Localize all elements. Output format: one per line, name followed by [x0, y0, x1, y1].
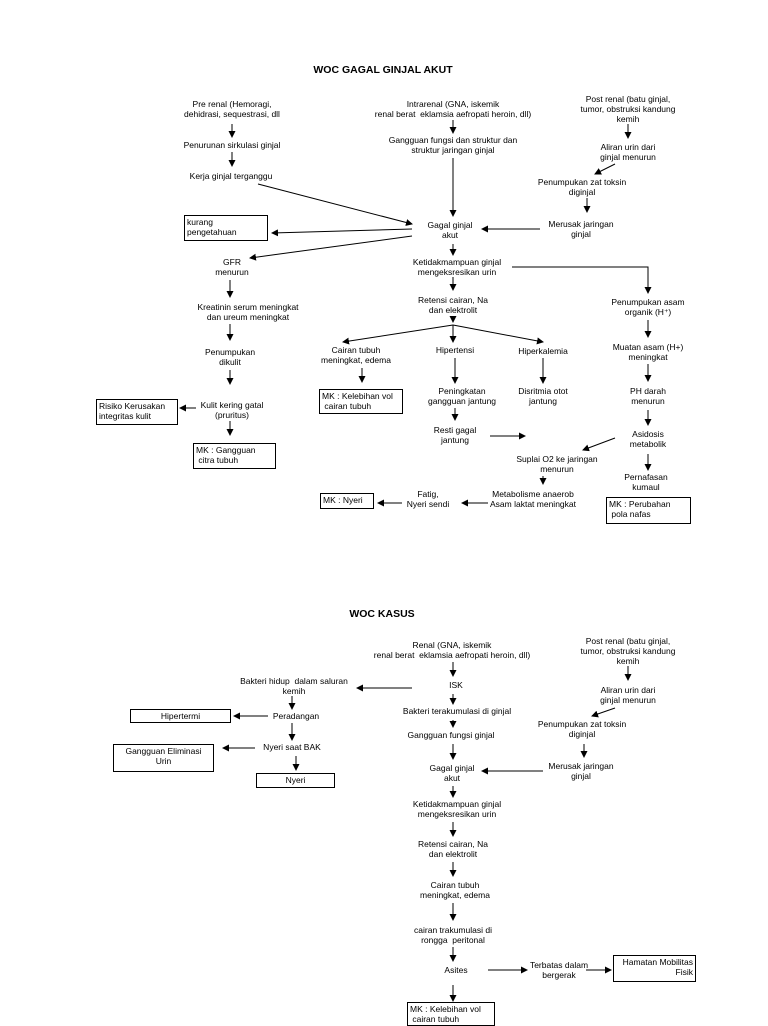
node-isk: ISK — [449, 680, 463, 690]
node-nyeri-bak: Nyeri saat BAK — [263, 742, 321, 752]
node-ph-darah: PH darah menurun — [630, 386, 666, 406]
node-terbatas: Terbatas dalam bergerak — [529, 960, 589, 980]
arrow — [342, 324, 454, 345]
node-gfr: GFR menurun — [215, 257, 249, 277]
arrow — [582, 437, 616, 452]
box-hamatan: Hamatan Mobilitas Fisik — [613, 955, 696, 982]
node-cairan-tubuh-2: Cairan tubuh meningkat, edema — [420, 880, 490, 900]
node-kulit-kering: Kulit kering gatal (pruritus) — [200, 400, 264, 420]
arrow — [594, 163, 616, 175]
node-penumpukan-toksin-2: Penumpukan zat toksin diginjal — [537, 719, 627, 739]
box-kurang-pengetahuan: kurang pengetahuan — [184, 215, 268, 241]
node-hipertensi: Hipertensi — [435, 345, 475, 355]
node-gangguan-fungsi: Gangguan fungsi dan struktur dan struktu… — [388, 135, 518, 155]
node-aliran-urin-2: Aliran urin dari ginjal menurun — [600, 685, 656, 705]
node-gangguan-fungsi-2: Gangguan fungsi ginjal — [407, 730, 495, 740]
arrow — [249, 235, 413, 261]
diagram2-title: WOC KASUS — [349, 608, 415, 620]
node-post-renal: Post renal (batu ginjal, tumor, obstruks… — [580, 94, 676, 124]
arrow — [452, 324, 544, 345]
node-penumpukan-toksin: Penumpukan zat toksin diginjal — [537, 177, 627, 197]
node-retensi-2: Retensi cairan, Na dan elektrolit — [418, 839, 488, 859]
node-kreatinin: Kreatinin serum meningkat dan ureum meni… — [197, 302, 299, 322]
node-hiperkalemia: Hiperkalemia — [518, 346, 568, 356]
node-suplai-o2: Suplai O2 ke jaringan menurun — [516, 454, 598, 474]
arrow — [271, 228, 413, 237]
box-mk-nyeri: MK : Nyeri — [320, 493, 374, 509]
node-penumpukan-asam: Penumpukan asam organik (H⁺) — [611, 297, 685, 317]
box-mk-pola: MK : Perubahan pola nafas — [606, 497, 691, 524]
node-cairan-tubuh: Cairan tubuh meningkat, edema — [321, 345, 391, 365]
diagram1-title: WOC GAGAL GINJAL AKUT — [313, 64, 453, 76]
box-hipertermi: Hipertermi — [130, 709, 231, 723]
node-ketidakmampuan: Ketidakmampuan ginjal mengeksresikan uri… — [412, 257, 502, 277]
arrow — [257, 183, 413, 226]
node-gagal-ginjal: Gagal ginjal akut — [427, 220, 473, 240]
node-pre-renal: Pre renal (Hemoragi, dehidrasi, sequestr… — [184, 99, 280, 119]
node-aliran-urin: Aliran urin dari ginjal menurun — [600, 142, 656, 162]
box-gangguan-eliminasi: Gangguan Eliminasi Urin — [113, 744, 214, 772]
node-bakteri-terakumulasi: Bakteri terakumulasi di ginjal — [402, 706, 512, 716]
node-retensi: Retensi cairan, Na dan elektrolit — [418, 295, 488, 315]
node-fatig: Fatig, Nyeri sendi — [406, 489, 450, 509]
node-asidosis: Asidosis metabolik — [629, 429, 667, 449]
node-penumpukan-dikulit: Penumpukan dikulit — [204, 347, 256, 367]
node-bakteri-hidup: Bakteri hidup dalam saluran kemih — [240, 676, 348, 696]
node-kerja-ginjal: Kerja ginjal terganggu — [189, 171, 273, 181]
box-mk-kelebihan-2: MK : Kelebihan vol cairan tubuh — [407, 1002, 495, 1026]
node-cairan-trakumulasi: cairan trakumulasi di rongga peritonal — [414, 925, 492, 945]
node-asites: Asites — [444, 965, 468, 975]
node-gagal-ginjal-2: Gagal ginjal akut — [429, 763, 475, 783]
node-ketidakmampuan-2: Ketidakmampuan ginjal mengeksresikan uri… — [412, 799, 502, 819]
node-muatan-asam: Muatan asam (H+) meningkat — [612, 342, 684, 362]
node-merusak-jaringan-2: Merusak jaringan ginjal — [548, 761, 614, 781]
arrow — [591, 707, 616, 718]
node-renal: Renal (GNA, iskemik renal berat eklamsia… — [373, 640, 531, 660]
box-mk-kelebihan: MK : Kelebihan vol cairan tubuh — [319, 389, 403, 414]
node-pernafasan: Pernafasan kumaul — [624, 472, 668, 492]
node-resti-gagal: Resti gagal jantung — [433, 425, 477, 445]
box-nyeri: Nyeri — [256, 773, 335, 788]
box-risiko-kerusakan: Risiko Kerusakan integritas kulit — [96, 399, 178, 425]
node-disritmia: Disritmia otot jantung — [518, 386, 568, 406]
box-mk-citra: MK : Gangguan citra tubuh — [193, 443, 276, 469]
node-merusak-jaringan: Merusak jaringan ginjal — [548, 219, 614, 239]
node-post-renal-2: Post renal (batu ginjal, tumor, obstruks… — [580, 636, 676, 666]
node-peningkatan-gangguan: Peningkatan gangguan jantung — [427, 386, 497, 406]
node-intrarenal: Intrarenal (GNA, iskemik renal berat ekl… — [374, 99, 532, 119]
node-penurunan-sirkulasi: Penurunan sirkulasi ginjal — [183, 140, 281, 150]
node-metabolisme: Metabolisme anaerob Asam laktat meningka… — [490, 489, 576, 509]
node-peradangan: Peradangan — [272, 711, 320, 721]
arrow — [512, 266, 652, 294]
